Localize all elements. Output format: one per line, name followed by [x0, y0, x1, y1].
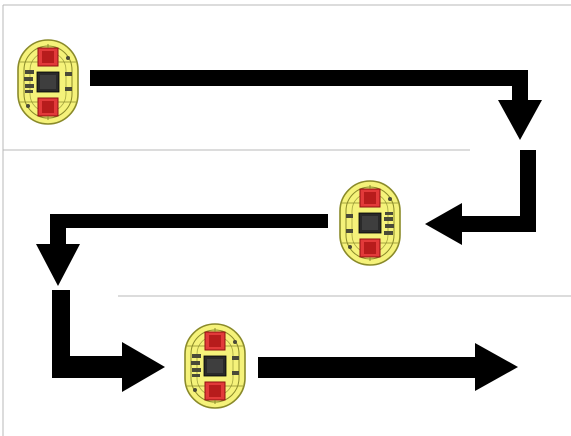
frame-lines: [2, 4, 571, 436]
robot-vehicle-icon: [184, 323, 246, 409]
path-arrow-icon: [90, 70, 542, 140]
path-arrow-icon: [52, 290, 165, 392]
path-arrows: [36, 70, 542, 392]
robot-vehicle-icon: [17, 39, 79, 125]
robot-vehicle-icon: [339, 180, 401, 266]
robot-3: [184, 323, 246, 409]
robot-1: [17, 39, 79, 125]
path-arrow-icon: [36, 214, 328, 286]
robot-2: [339, 180, 401, 266]
path-arrow-icon: [258, 343, 518, 391]
path-arrow-icon: [425, 150, 536, 245]
